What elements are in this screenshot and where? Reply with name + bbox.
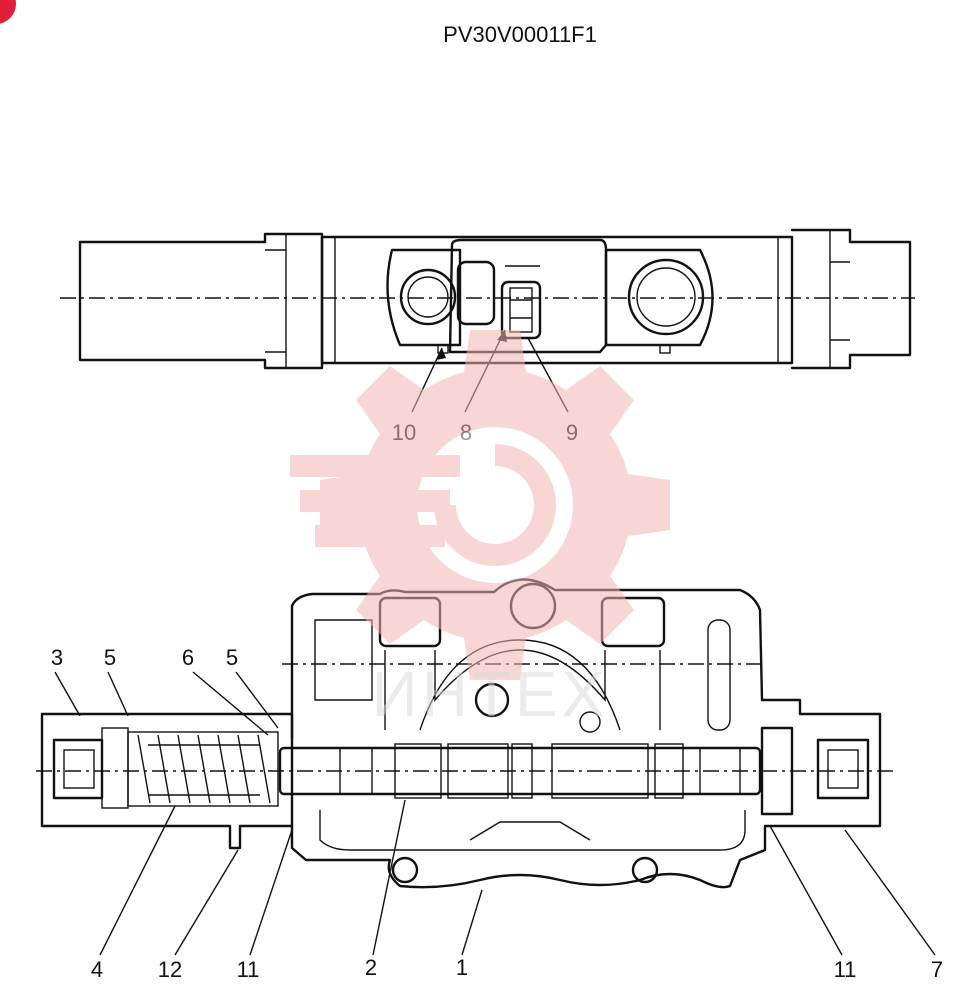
watermark-text: ИНТЕХ [372, 658, 609, 730]
label-1: 1 [456, 955, 468, 980]
gear-watermark-icon [290, 330, 670, 680]
label-11-right: 11 [834, 957, 857, 982]
corner-badge-icon [0, 0, 16, 24]
figure-code: PV30V00011F1 [443, 22, 597, 47]
label-12: 12 [158, 957, 182, 982]
label-5-left: 5 [104, 645, 116, 670]
label-7: 7 [931, 957, 943, 982]
top-view [60, 228, 915, 370]
spring-coils [137, 734, 271, 804]
label-4: 4 [91, 957, 103, 982]
label-2: 2 [365, 955, 377, 980]
label-6: 6 [182, 645, 194, 670]
section-view-leaders [54, 671, 936, 956]
label-5-right: 5 [226, 645, 238, 670]
label-11-left: 11 [237, 957, 260, 982]
label-3: 3 [51, 645, 63, 670]
